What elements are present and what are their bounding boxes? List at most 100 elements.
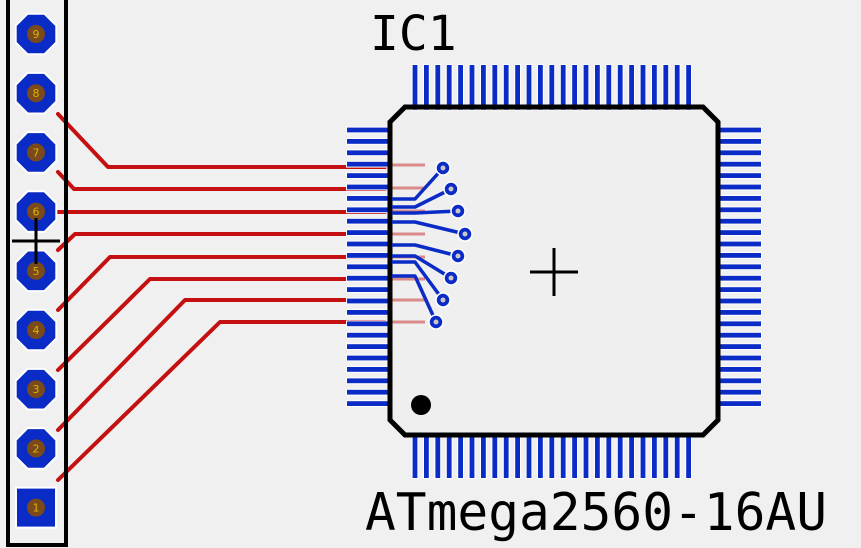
- ic-pad-bottom[interactable]: [446, 433, 452, 478]
- ic-pad-top[interactable]: [595, 65, 600, 110]
- ic-pad-top[interactable]: [469, 65, 475, 110]
- ic-pad-left[interactable]: [347, 275, 391, 281]
- ic-pad-left[interactable]: [347, 367, 391, 372]
- ic-pad-left[interactable]: [347, 207, 391, 213]
- ic-pad-bottom[interactable]: [538, 433, 543, 478]
- ic-pad-left[interactable]: [347, 355, 391, 361]
- ic-pad-left[interactable]: [347, 230, 391, 235]
- ic-pad-right[interactable]: [717, 298, 761, 304]
- ic-pad-bottom[interactable]: [595, 433, 600, 478]
- ic-pad-left[interactable]: [347, 139, 391, 144]
- ic-pad-top[interactable]: [458, 65, 463, 110]
- ic-pad-top[interactable]: [481, 65, 486, 110]
- ic-pad-left[interactable]: [347, 127, 391, 133]
- ic-pad-right[interactable]: [717, 332, 761, 338]
- ic-pad-left[interactable]: [347, 173, 391, 178]
- ic-pad-left[interactable]: [347, 332, 391, 338]
- ic-pad-top[interactable]: [606, 65, 612, 110]
- ic-pad-right[interactable]: [717, 218, 761, 224]
- ic-pad-left[interactable]: [347, 298, 391, 304]
- ic-pad-left[interactable]: [347, 150, 391, 156]
- ic-pad-right[interactable]: [717, 241, 761, 247]
- ic-pad-left[interactable]: [347, 184, 391, 190]
- ic-pad-top[interactable]: [663, 65, 669, 110]
- ic-pad-left[interactable]: [347, 241, 391, 247]
- ic-pad-top[interactable]: [446, 65, 452, 110]
- ic-pad-right[interactable]: [717, 253, 761, 258]
- ic-pad-right[interactable]: [717, 127, 761, 133]
- ic-pad-bottom[interactable]: [617, 433, 623, 478]
- ic-pad-left[interactable]: [347, 253, 391, 258]
- ic-pad-right[interactable]: [717, 389, 761, 395]
- ic-pad-left[interactable]: [347, 321, 391, 327]
- ic-pad-bottom[interactable]: [458, 433, 463, 478]
- ic-pad-bottom[interactable]: [481, 433, 486, 478]
- ic-pad-bottom[interactable]: [686, 433, 691, 478]
- ic-pad-top[interactable]: [515, 65, 520, 110]
- ic-reference-label[interactable]: IC1: [370, 6, 457, 62]
- ic-pad-bottom[interactable]: [549, 433, 555, 478]
- ic-pad-left[interactable]: [347, 310, 391, 315]
- ic-pad-top[interactable]: [424, 65, 429, 110]
- ic-pad-bottom[interactable]: [606, 433, 612, 478]
- ic-pad-left[interactable]: [347, 401, 391, 406]
- ic-pad-top[interactable]: [492, 65, 498, 110]
- ic-pad-top[interactable]: [617, 65, 623, 110]
- ic-pad-bottom[interactable]: [515, 433, 520, 478]
- ic-pad-top[interactable]: [412, 65, 418, 110]
- ic-pad-bottom[interactable]: [424, 433, 429, 478]
- ic-pad-right[interactable]: [717, 139, 761, 144]
- ic-pad-right[interactable]: [717, 207, 761, 213]
- ic-pad-bottom[interactable]: [526, 433, 532, 478]
- ic-pad-top[interactable]: [503, 65, 509, 110]
- ic-pad-bottom[interactable]: [629, 433, 634, 478]
- ic-pad-bottom[interactable]: [412, 433, 418, 478]
- ic-pad-right[interactable]: [717, 401, 761, 406]
- ic-pad-right[interactable]: [717, 378, 761, 384]
- ic-pad-right[interactable]: [717, 367, 761, 372]
- ic-pad-left[interactable]: [347, 264, 391, 270]
- ic-pad-top[interactable]: [686, 65, 691, 110]
- ic-pad-bottom[interactable]: [640, 433, 646, 478]
- ic-pad-top[interactable]: [560, 65, 566, 110]
- ic-pad-right[interactable]: [717, 161, 761, 167]
- ic-pad-top[interactable]: [435, 65, 441, 110]
- ic-pad-left[interactable]: [347, 287, 391, 292]
- ic-pad-left[interactable]: [347, 378, 391, 384]
- ic-pad-top[interactable]: [652, 65, 657, 110]
- ic-pad-bottom[interactable]: [560, 433, 566, 478]
- ic-pad-bottom[interactable]: [435, 433, 441, 478]
- ic-pad-right[interactable]: [717, 150, 761, 156]
- ic-pad-top[interactable]: [583, 65, 589, 110]
- ic-pad-bottom[interactable]: [674, 433, 680, 478]
- ic-pad-left[interactable]: [347, 196, 391, 201]
- ic-pad-top[interactable]: [549, 65, 555, 110]
- ic-pad-bottom[interactable]: [663, 433, 669, 478]
- ic-pad-left[interactable]: [347, 218, 391, 224]
- ic-pad-right[interactable]: [717, 344, 761, 349]
- ic-pad-top[interactable]: [538, 65, 543, 110]
- ic-value-label[interactable]: ATmega2560-16AU: [365, 483, 827, 543]
- ic-pad-right[interactable]: [717, 275, 761, 281]
- ic-pad-right[interactable]: [717, 310, 761, 315]
- ic-pad-bottom[interactable]: [503, 433, 509, 478]
- ic-pad-left[interactable]: [347, 389, 391, 395]
- ic-pad-top[interactable]: [629, 65, 634, 110]
- ic-pad-right[interactable]: [717, 184, 761, 190]
- ic-pad-right[interactable]: [717, 196, 761, 201]
- ic-pad-bottom[interactable]: [572, 433, 577, 478]
- ic-pad-right[interactable]: [717, 230, 761, 235]
- ic-pad-right[interactable]: [717, 287, 761, 292]
- ic-pad-top[interactable]: [572, 65, 577, 110]
- ic-pad-bottom[interactable]: [492, 433, 498, 478]
- ic-pad-right[interactable]: [717, 355, 761, 361]
- ic-pad-right[interactable]: [717, 264, 761, 270]
- ic-pad-left[interactable]: [347, 161, 391, 167]
- ic-pad-right[interactable]: [717, 321, 761, 327]
- ic-pad-top[interactable]: [640, 65, 646, 110]
- ic-pad-top[interactable]: [674, 65, 680, 110]
- ic-pad-bottom[interactable]: [469, 433, 475, 478]
- ic-pad-bottom[interactable]: [652, 433, 657, 478]
- ic-pad-top[interactable]: [526, 65, 532, 110]
- ic-pad-left[interactable]: [347, 344, 391, 349]
